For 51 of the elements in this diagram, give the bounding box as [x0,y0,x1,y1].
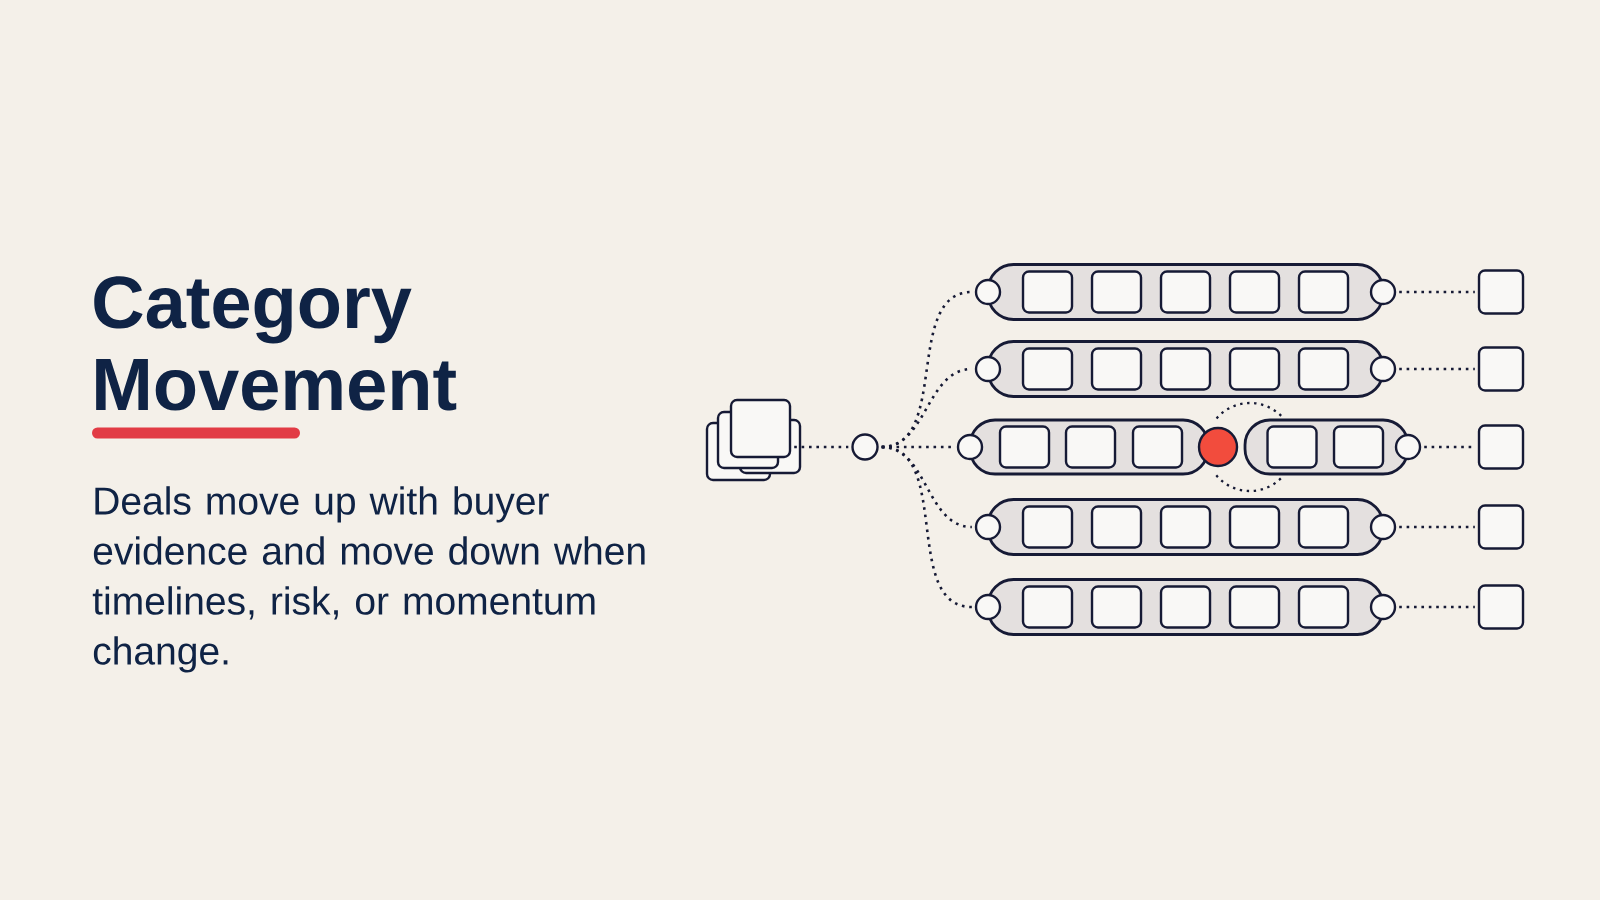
marker-dot [1197,401,1283,493]
card-tile [1332,425,1385,469]
port-circle [974,355,1002,383]
port-circle [974,593,1002,621]
dotted-connector [881,445,973,609]
card-tile [1297,270,1350,314]
card-tile [998,425,1051,469]
card-tile [1297,505,1350,549]
card-tile [1228,585,1281,629]
card-tile [1090,347,1143,391]
port-circle [1369,278,1397,306]
end-box [1477,424,1525,470]
end-box [1477,584,1525,630]
port-circle [1369,593,1397,621]
card-tile [1090,585,1143,629]
card-tile [1297,347,1350,391]
port-circle [974,278,1002,306]
dotted-connector [794,445,849,449]
port-circle [974,513,1002,541]
port-circle [1369,355,1397,383]
card-tile [1297,585,1350,629]
port-circle [1369,513,1397,541]
card-tile [1090,270,1143,314]
card-tile [1266,425,1318,469]
dotted-connector [1399,605,1475,609]
card-tile [1021,347,1074,391]
title: Category Movement [94,276,457,411]
card-tile [1159,505,1212,549]
card-stack [705,398,802,482]
card-tile [1021,585,1074,629]
card-tile [1064,425,1117,469]
end-box [1477,269,1525,315]
dotted-connector [1399,367,1475,371]
card-tile [1228,347,1281,391]
hub-circle [851,433,879,461]
card-tile [1228,505,1281,549]
card-tile [1131,425,1184,469]
port-circle [956,433,984,461]
dotted-connector [1399,290,1475,294]
end-box [1477,346,1525,392]
card-tile [1021,270,1074,314]
port-circle [1394,433,1422,461]
end-box [1477,504,1525,550]
dotted-connector [1399,525,1475,529]
description: Deals move up with buyer evidence and move down when timelines, risk, or momentum change. [92,486,645,673]
card-tile [1159,585,1212,629]
card-tile [1021,505,1074,549]
card-tile [1228,270,1281,314]
card-tile [1159,270,1212,314]
card-tile [1159,347,1212,391]
card-tile [1090,505,1143,549]
